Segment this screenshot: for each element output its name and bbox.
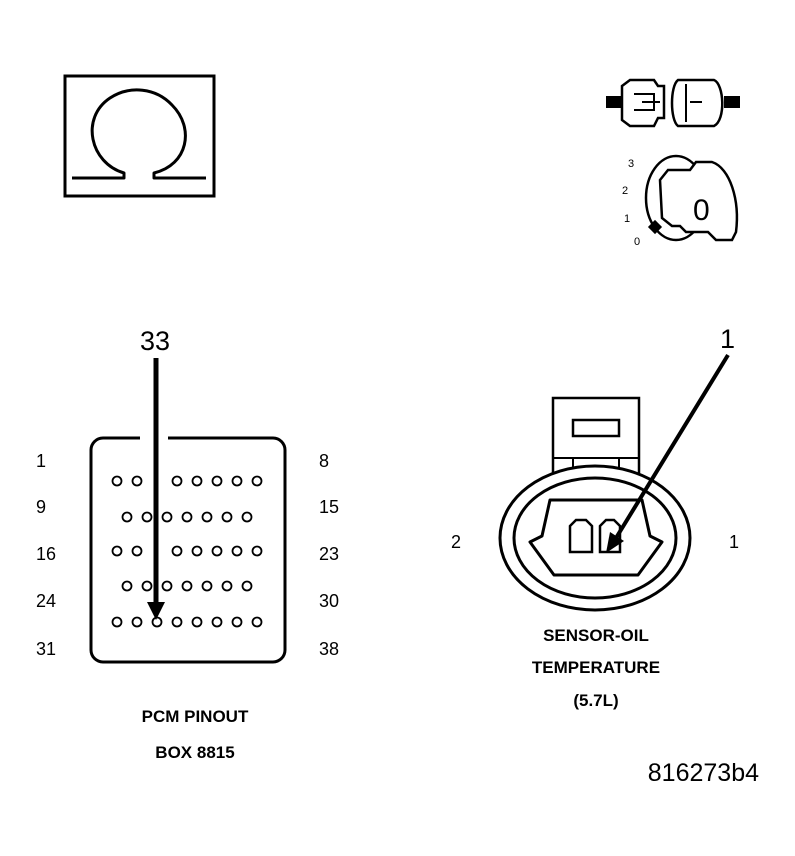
pin-hole [151,616,163,628]
pin-hole [211,545,223,557]
pin-hole [131,545,143,557]
pin-hole [111,475,123,487]
pin-hole [251,616,263,628]
pin-hole [131,475,143,487]
pin-hole [221,580,233,592]
pcm-row-end-15: 15 [319,497,339,517]
ignition-key-label: 0 [693,194,710,227]
pin-hole [191,545,203,557]
pin-hole [251,545,263,557]
sensor-pin-label-2: 2 [451,532,461,552]
pcm-row-labels-left: 1 9 16 24 31 [36,451,56,659]
pcm-title-line2: BOX 8815 [155,743,234,762]
pcm-row-start-24: 24 [36,591,56,611]
pcm-row-labels-right: 8 15 23 30 38 [319,451,339,659]
ignition-position-1: 1 [624,213,630,225]
pin-hole [121,580,133,592]
pcm-row-end-30: 30 [319,591,339,611]
pin-hole [141,580,153,592]
pin-hole [111,545,123,557]
pcm-callout-number: 33 [140,326,170,356]
sensor-title-line2: TEMPERATURE [532,658,660,677]
disconnected-connector-icon [606,78,740,128]
sensor-title-line1: SENSOR-OIL [543,626,649,645]
pin-hole [231,475,243,487]
sensor-pin-label-1: 1 [729,532,739,552]
pin-hole [211,616,223,628]
pin-hole [251,475,263,487]
pin-hole [241,580,253,592]
pin-hole [191,616,203,628]
pin-hole [231,616,243,628]
pin-hole [121,511,133,523]
pcm-row-start-1: 1 [36,451,46,471]
pcm-row-end-38: 38 [319,639,339,659]
pin-hole [211,475,223,487]
ohmmeter-icon [63,74,216,198]
pcm-row-start-9: 9 [36,497,46,517]
pin-hole [201,580,213,592]
pin-hole [171,545,183,557]
pin-hole [221,511,233,523]
pin-hole [111,616,123,628]
pin-hole [161,580,173,592]
sensor-callout-arrow [606,353,730,553]
pcm-connector [89,436,287,664]
pcm-callout-arrow [140,358,168,620]
sensor-connector [498,396,692,612]
pcm-title-line1: PCM PINOUT [142,707,249,726]
pcm-row-end-8: 8 [319,451,329,471]
pin-hole [181,511,193,523]
pin-hole [191,475,203,487]
pin-hole [171,616,183,628]
figure-id: 816273b4 [648,759,759,787]
pcm-row-start-16: 16 [36,544,56,564]
ignition-position-0: 0 [634,236,640,248]
ignition-key-icon: 3 2 1 0 0 [622,154,739,248]
pin-hole [141,511,153,523]
pin-hole [161,511,173,523]
ignition-position-2: 2 [622,185,628,197]
ignition-position-3: 3 [628,158,634,170]
pin-holes [111,475,263,628]
pin-hole [241,511,253,523]
pin-hole [231,545,243,557]
pin-hole [171,475,183,487]
pcm-row-start-31: 31 [36,639,56,659]
pin-hole [131,616,143,628]
pin-hole [201,511,213,523]
sensor-title-line3: (5.7L) [573,691,618,710]
pin-hole [181,580,193,592]
pcm-row-end-23: 23 [319,544,339,564]
sensor-callout-number: 1 [720,324,735,354]
